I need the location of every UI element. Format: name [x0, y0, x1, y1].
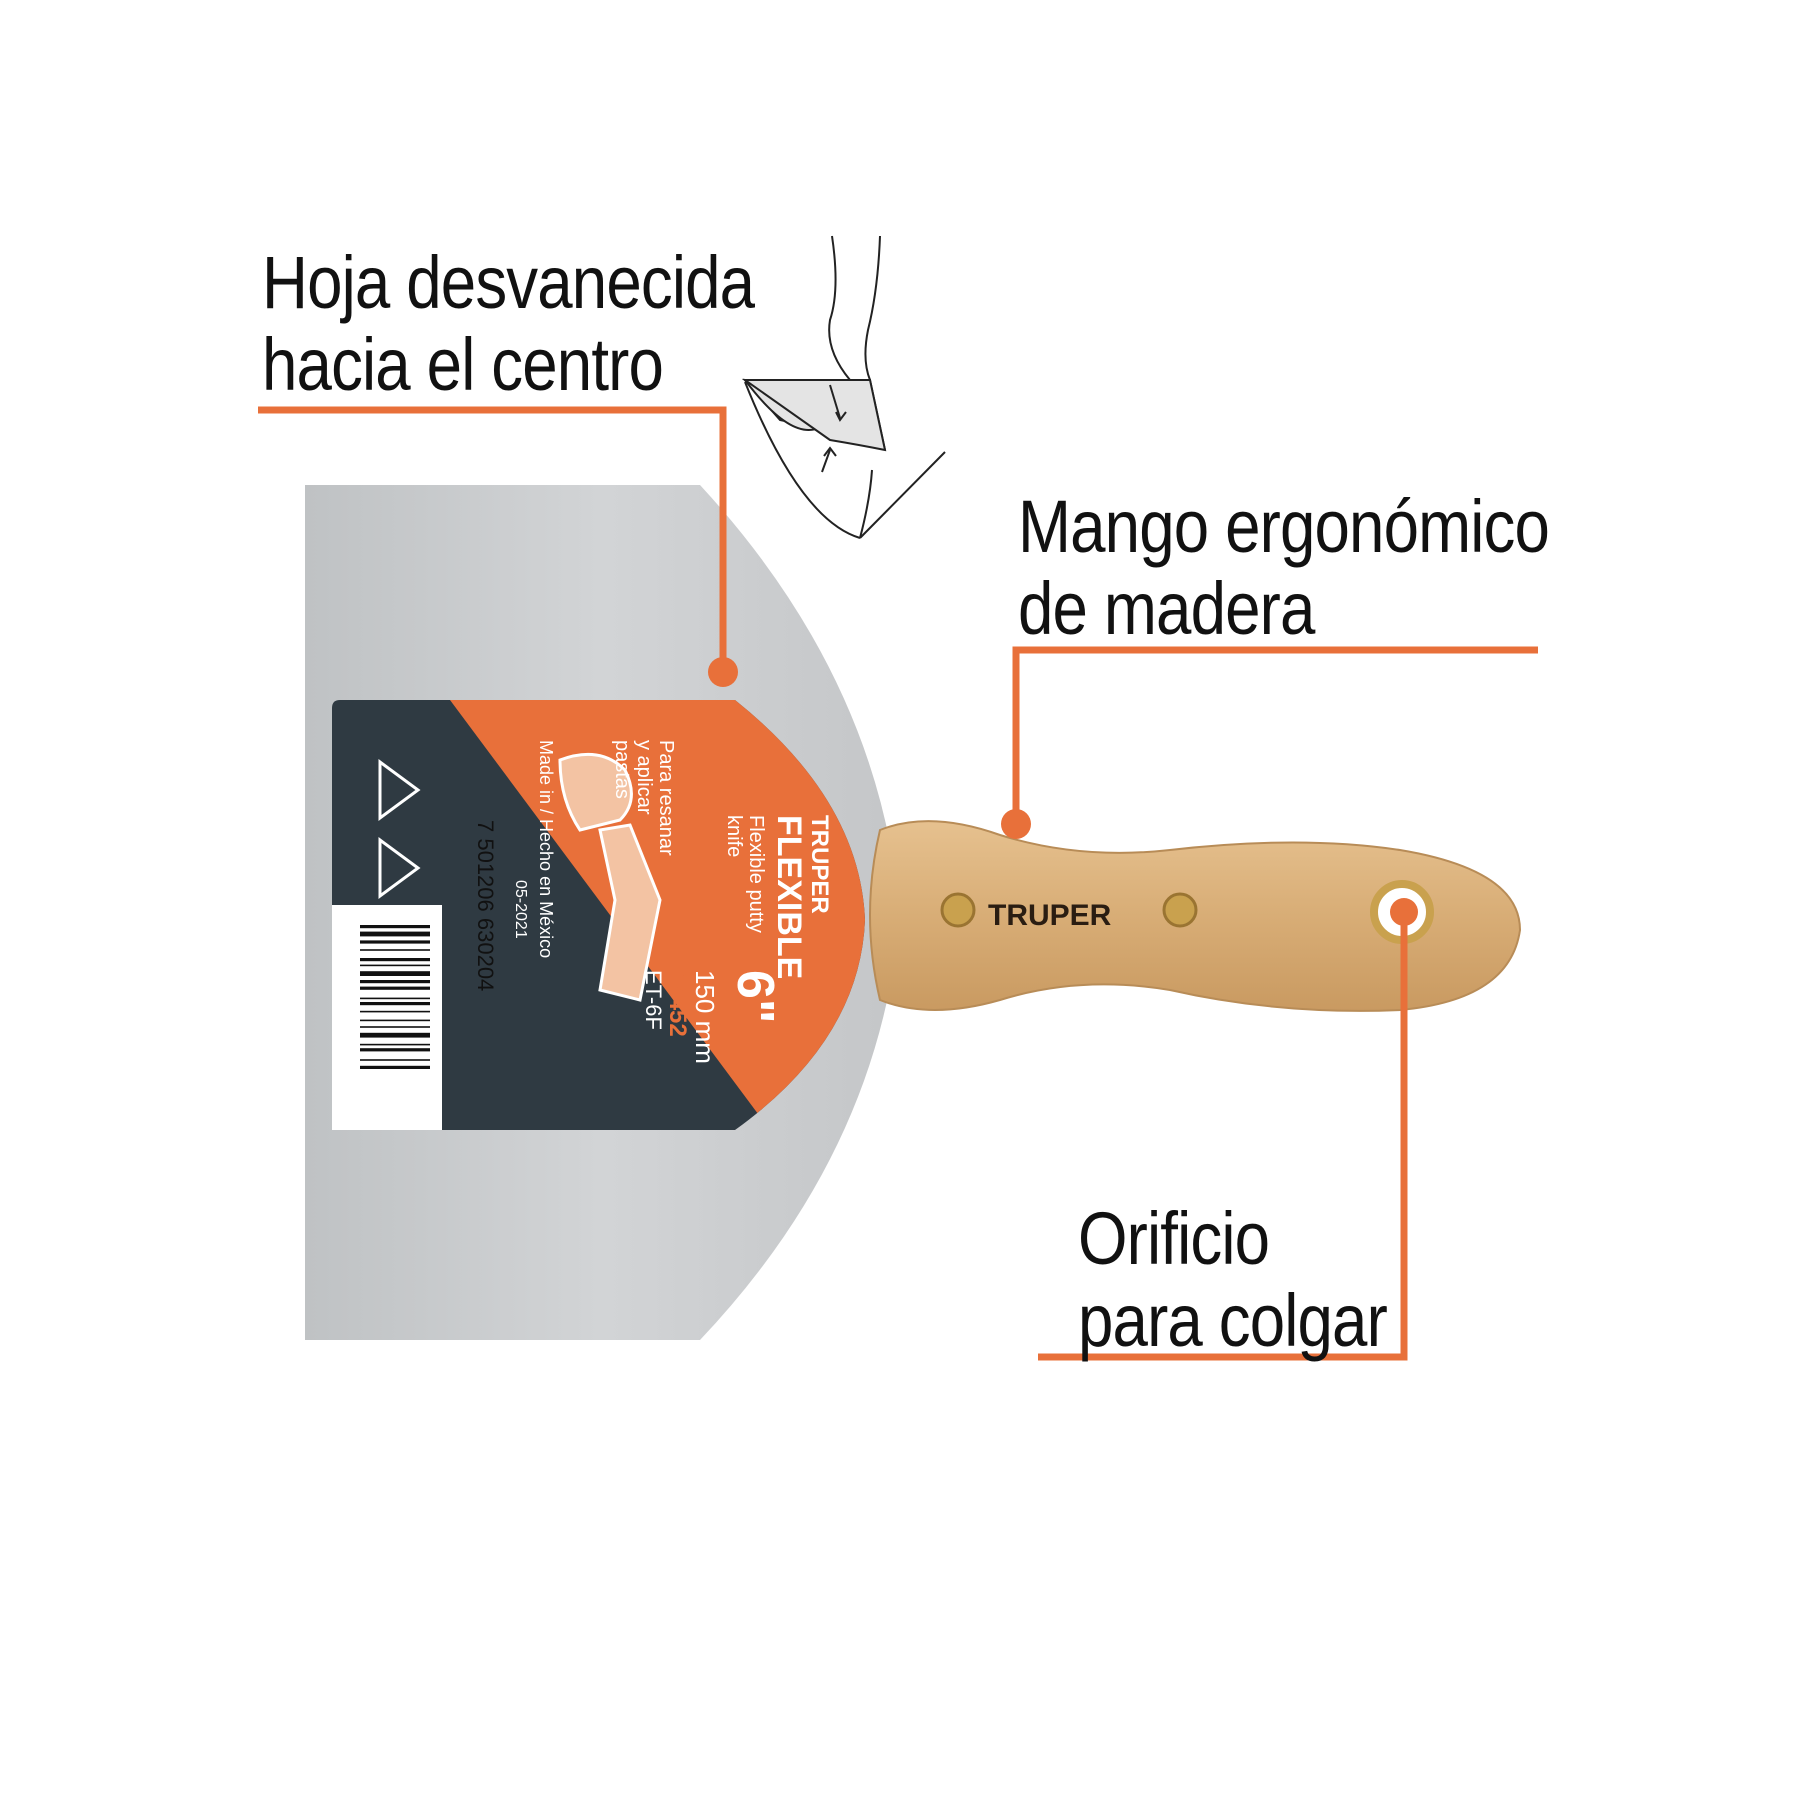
label-use-1: Para resanar	[655, 740, 677, 856]
label-product-en-1: Flexible putty	[745, 815, 767, 933]
label-use-3: pastas	[611, 740, 633, 799]
label-brand: TRUPER	[806, 815, 833, 914]
handle-callout-line-1: Mango ergonómico	[1018, 485, 1550, 568]
label-product-name: FLEXIBLE	[770, 815, 808, 979]
hole-callout-line-2: para colgar	[1078, 1279, 1388, 1362]
callout-dots	[708, 657, 1418, 926]
hole-callout-text: Orificio para colgar	[1078, 1197, 1388, 1362]
barcode	[332, 905, 442, 1130]
blade-callout-text: Hoja desvanecida hacia el centro	[262, 241, 755, 406]
label-barcode: 7 501206 630204	[473, 820, 498, 991]
handle-brand: TRUPER	[988, 899, 1112, 932]
label-model: ET-6F	[641, 970, 666, 1030]
blade-callout-line-1: Hoja desvanecida	[262, 241, 755, 324]
callout-leaders	[258, 406, 1538, 1361]
label-date: 05-2021	[512, 880, 529, 939]
label-size-in: 6"	[726, 970, 784, 1024]
label-use-2: y aplicar	[633, 740, 655, 815]
blade-profile-sketch-icon	[741, 235, 946, 539]
warning-icon	[378, 759, 421, 899]
rivet-icon	[940, 892, 976, 928]
hole-callout-line-1: Orificio	[1078, 1197, 1270, 1280]
wooden-handle: TRUPER	[869, 820, 1522, 1012]
blade-callout-dot	[708, 657, 738, 687]
label-origin: Made in / Hecho en México	[536, 740, 556, 958]
hand-pictogram-icon	[558, 752, 662, 1002]
handle-callout-dot	[1001, 809, 1031, 839]
label-code: 14452	[664, 970, 691, 1037]
label-product-en-2: knife	[723, 815, 745, 857]
label-text-group: TRUPER FLEXIBLE Flexible putty knife Par…	[473, 740, 833, 1064]
handle-callout-line-2: de madera	[1018, 567, 1315, 650]
handle-callout-text: Mango ergonómico de madera	[1018, 485, 1550, 650]
rivet-icon	[1162, 892, 1198, 928]
hole-callout-dot	[1390, 898, 1418, 926]
blade-callout-line-2: hacia el centro	[262, 323, 664, 406]
label-size-mm: 150 mm	[690, 970, 720, 1064]
